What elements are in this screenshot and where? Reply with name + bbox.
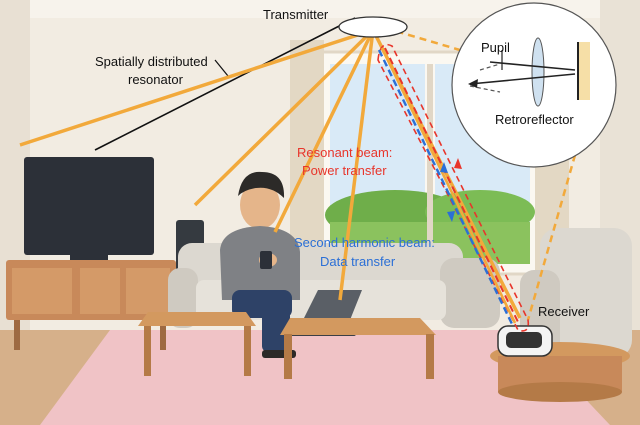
receiver-label: Receiver: [538, 304, 590, 319]
resonator-label-line2: resonator: [128, 72, 184, 87]
phone: [260, 251, 272, 269]
resonant-label-line1: Resonant beam:: [297, 145, 392, 160]
resonant-label-line2: Power transfer: [302, 163, 387, 178]
pupil-label: Pupil: [481, 40, 510, 55]
transmitter-device: [339, 17, 407, 37]
transmitter-label: Transmitter: [263, 7, 329, 22]
retroreflector-label: Retroreflector: [495, 112, 574, 127]
resonator-label-line1: Spatially distributed: [95, 54, 208, 69]
retroreflector-inset: [452, 3, 616, 167]
harmonic-label-line2: Data transfer: [320, 254, 396, 269]
tv-screen: [24, 157, 154, 255]
harmonic-label-line1: Second harmonic beam:: [294, 235, 435, 250]
